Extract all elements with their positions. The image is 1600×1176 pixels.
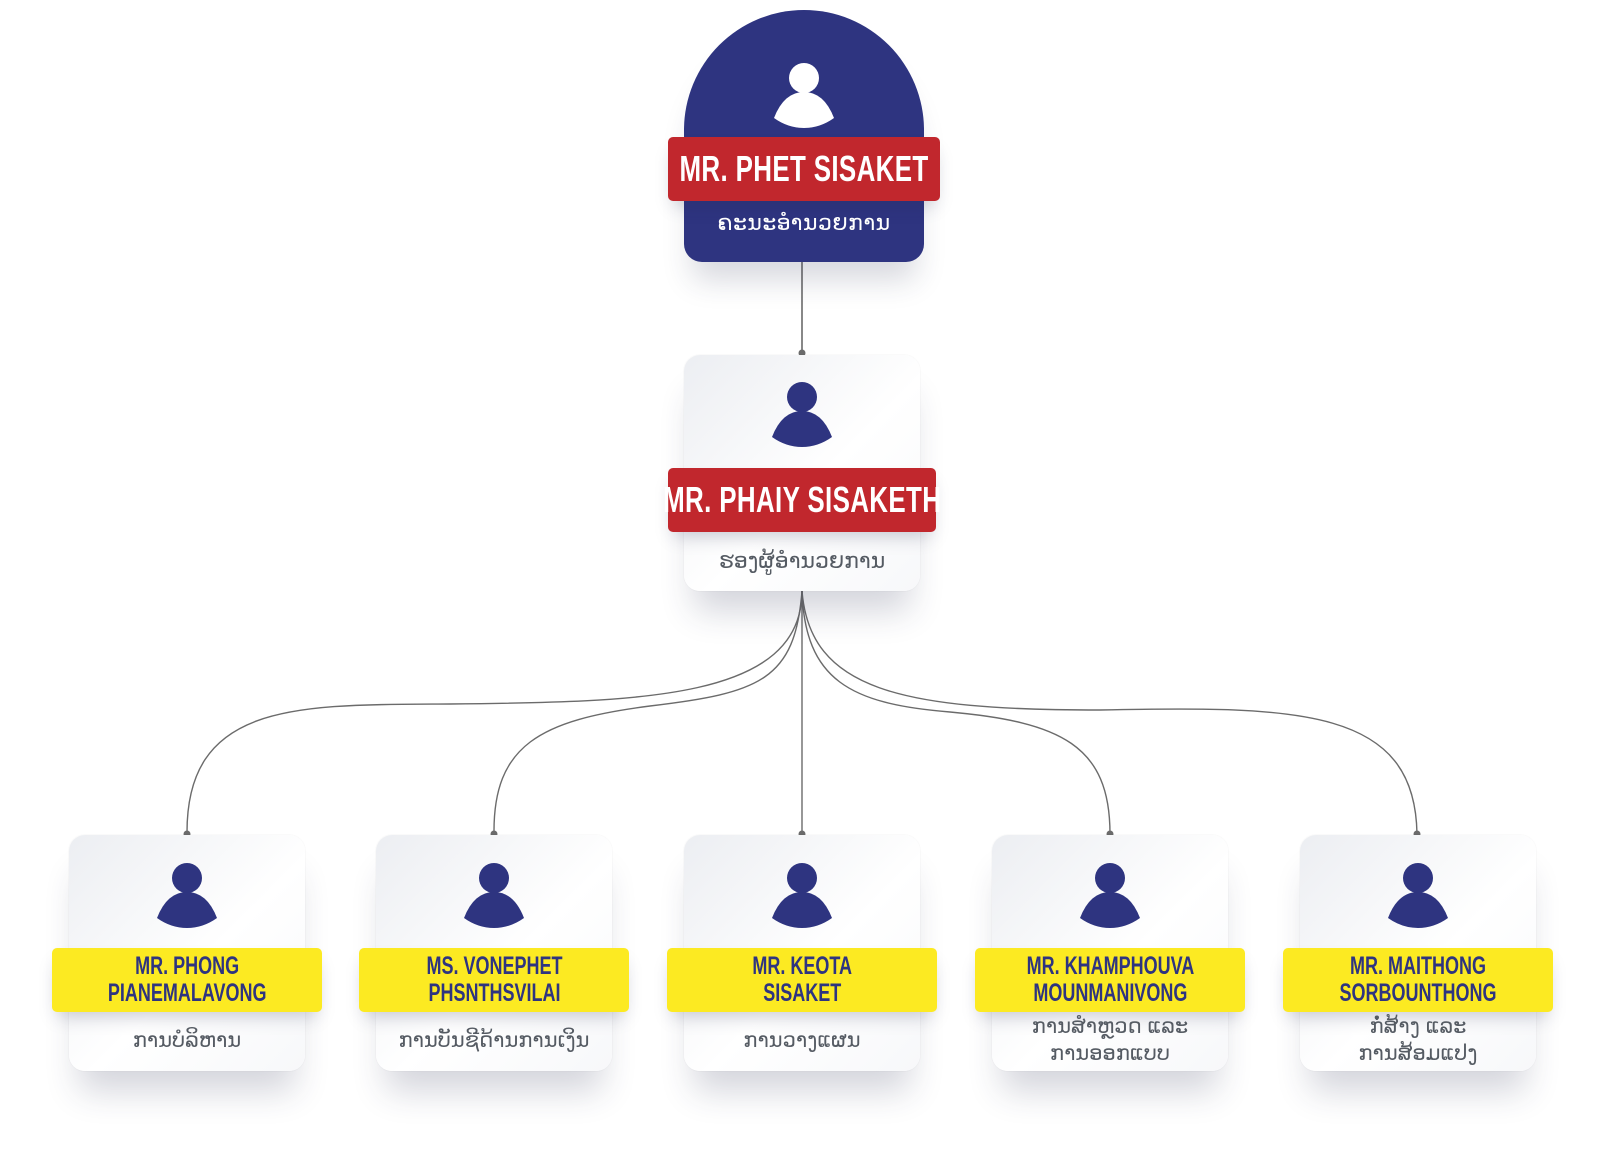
director-card	[684, 10, 924, 262]
name-line-2: PIANEMALAVONG	[107, 979, 267, 1007]
person-icon	[770, 381, 834, 449]
deputy-role: ຮອງຜູ້ອຳນວຍການ	[718, 548, 886, 573]
person-icon	[1386, 862, 1450, 930]
role-line-1: ການບໍລິຫານ	[132, 1029, 242, 1052]
deputy-node[interactable]: MR. PHAIY SISAKETH ຮອງຜູ້ອຳນວຍການ	[663, 355, 941, 591]
director-role: ຄະນະອຳນວຍການ	[717, 210, 891, 235]
department-role: ການສຳຫຼວດ ແລະ ການອອກແບບ	[992, 1013, 1228, 1067]
person-icon	[1078, 862, 1142, 930]
person-icon	[772, 62, 836, 130]
connector-dot	[798, 349, 806, 357]
name-line-1: MR. KEOTA	[752, 952, 852, 980]
department-head-name: MS. VONEPHET PHSNTHSVILAI	[426, 953, 562, 1007]
role-line-1: ການບັນຊີດ້ານການເງິນ	[398, 1029, 590, 1052]
connector-deputy-dept-4	[801, 590, 1111, 835]
department-head-name: MR. KEOTA SISAKET	[752, 953, 852, 1007]
role-line-2: ການອອກແບບ	[1050, 1042, 1170, 1065]
connector-deputy-dept-5	[801, 590, 1418, 835]
department-node[interactable]: MR. KEOTA SISAKET ການວາງແຜນ	[667, 835, 937, 1071]
department-name-bar: MR. PHONG PIANEMALAVONG	[52, 948, 322, 1012]
department-node[interactable]: MS. VONEPHET PHSNTHSVILAI ການບັນຊີດ້ານກາ…	[359, 835, 629, 1071]
director-name-bar: MR. PHET SISAKET	[668, 137, 940, 201]
role-line-1: ການວາງແຜນ	[743, 1029, 861, 1052]
name-line-2: MOUNMANIVONG	[1032, 979, 1187, 1007]
deputy-name-bar: MR. PHAIY SISAKETH	[663, 468, 941, 532]
role-line-2: ການສ້ອມແປງ	[1358, 1042, 1478, 1065]
name-line-2: SISAKET	[762, 979, 842, 1007]
connector-deputy-dept-2	[493, 590, 803, 835]
role-line-1: ການສຳຫຼວດ ແລະ	[1031, 1015, 1189, 1038]
department-node[interactable]: MR. PHONG PIANEMALAVONG ການບໍລິຫານ	[52, 835, 322, 1071]
person-icon	[155, 862, 219, 930]
department-name-bar: MR. KHAMPHOUVA MOUNMANIVONG	[975, 948, 1245, 1012]
department-role: ການບັນຊີດ້ານການເງິນ	[376, 1027, 612, 1054]
deputy-name: MR. PHAIY SISAKETH	[662, 479, 942, 520]
person-icon	[462, 862, 526, 930]
department-head-name: MR. MAITHONG SORBOUNTHONG	[1339, 953, 1496, 1007]
department-name-bar: MR. KEOTA SISAKET	[667, 948, 937, 1012]
name-line-2: PHSNTHSVILAI	[427, 979, 561, 1007]
role-line-1: ກໍ່ສ້າງ ແລະ	[1369, 1015, 1467, 1038]
department-name-bar: MS. VONEPHET PHSNTHSVILAI	[359, 948, 629, 1012]
name-line-1: MS. VONEPHET	[425, 952, 563, 980]
department-name-bar: MR. MAITHONG SORBOUNTHONG	[1283, 948, 1553, 1012]
director-node[interactable]: MR. PHET SISAKET ຄະນະອຳນວຍການ	[668, 10, 940, 262]
department-role: ກໍ່ສ້າງ ແລະ ການສ້ອມແປງ	[1300, 1013, 1536, 1067]
director-name: MR. PHET SISAKET	[679, 148, 929, 189]
department-role: ການວາງແຜນ	[684, 1027, 920, 1054]
department-head-name: MR. KHAMPHOUVA MOUNMANIVONG	[1026, 953, 1194, 1007]
name-line-1: MR. KHAMPHOUVA	[1026, 952, 1194, 980]
department-node[interactable]: MR. KHAMPHOUVA MOUNMANIVONG ການສຳຫຼວດ ແລ…	[975, 835, 1245, 1071]
name-line-1: MR. MAITHONG	[1350, 952, 1486, 980]
department-role: ການບໍລິຫານ	[69, 1027, 305, 1054]
department-node[interactable]: MR. MAITHONG SORBOUNTHONG ກໍ່ສ້າງ ແລະ ກາ…	[1283, 835, 1553, 1071]
connector-deputy-dept-1	[186, 590, 803, 835]
name-line-1: MR. PHONG	[134, 952, 239, 980]
name-line-2: SORBOUNTHONG	[1339, 979, 1497, 1007]
department-head-name: MR. PHONG PIANEMALAVONG	[108, 953, 267, 1007]
person-icon	[770, 862, 834, 930]
